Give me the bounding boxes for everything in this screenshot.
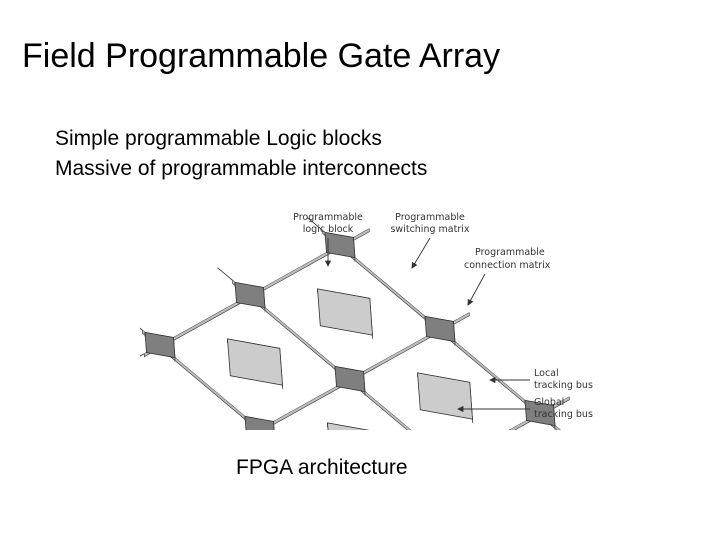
arrow-switching-matrix (411, 237, 431, 269)
figure-caption: FPGA architecture (236, 456, 408, 479)
svg-text:Programmable: Programmable (293, 212, 363, 223)
switching-matrix (324, 231, 356, 259)
switching-matrix (244, 415, 275, 430)
slide-title: Field Programmable Gate Array (22, 37, 501, 75)
switching-matrix (334, 365, 366, 393)
svg-text:Global: Global (534, 397, 564, 408)
switching-matrix (424, 315, 456, 343)
bullet-item: Simple programmable Logic blocks (55, 127, 382, 150)
switching-matrix (144, 331, 176, 359)
fpga-diagram: Programmable logic block Programmable sw… (140, 212, 593, 430)
svg-text:tracking bus: tracking bus (534, 409, 593, 420)
label-switching-matrix: Programmable switching matrix (390, 212, 469, 235)
svg-text:connection matrix: connection matrix (464, 260, 551, 271)
switching-matrix (524, 399, 556, 427)
svg-text:tracking bus: tracking bus (534, 380, 593, 391)
svg-text:Programmable: Programmable (395, 212, 465, 223)
logic-block-grid (227, 288, 473, 430)
logic-block (227, 338, 283, 386)
logic-block (417, 372, 473, 420)
label-logic-block: Programmable logic block (293, 212, 363, 235)
bullet-list: Simple programmable Logic blocks Massive… (55, 124, 427, 184)
arrow-connection-matrix (467, 273, 486, 306)
label-connection-matrix: Programmable connection matrix (464, 247, 551, 271)
matrix-grid (144, 231, 556, 430)
logic-block (317, 288, 373, 336)
svg-text:Local: Local (534, 368, 559, 379)
tracking-bus-edge (509, 396, 570, 430)
logic-block (327, 422, 370, 430)
svg-text:switching matrix: switching matrix (390, 224, 469, 235)
bullet-item: Massive of programmable interconnects (55, 157, 428, 180)
svg-text:Programmable: Programmable (475, 247, 545, 258)
svg-text:logic block: logic block (303, 224, 354, 235)
switching-matrix (234, 281, 266, 309)
label-global-bus: Global tracking bus (534, 397, 593, 420)
label-local-bus: Local tracking bus (534, 368, 593, 391)
